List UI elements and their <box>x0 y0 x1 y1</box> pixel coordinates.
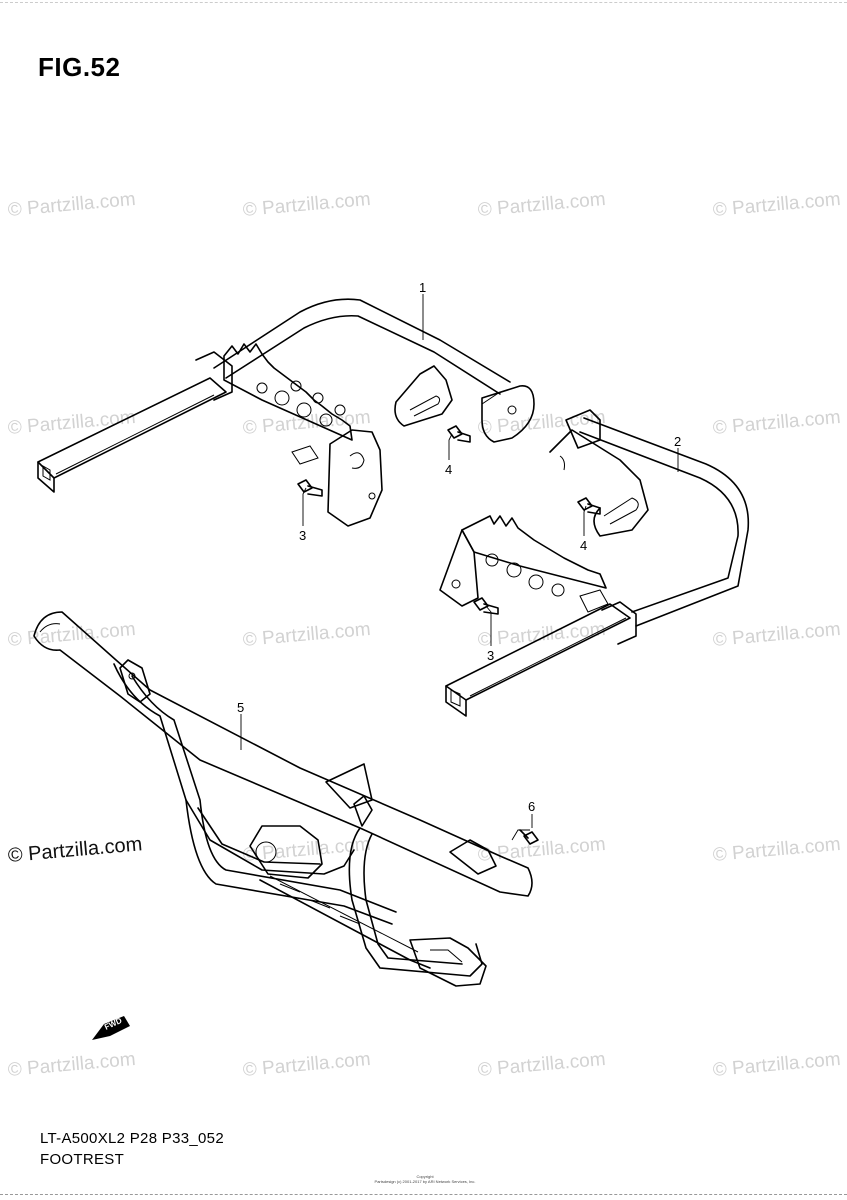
leader-line-4a <box>448 433 453 460</box>
fwd-arrow-icon: FWD <box>92 1016 130 1040</box>
callout-3a[interactable]: 3 <box>299 528 306 543</box>
figure-title: FIG.52 <box>38 52 121 82</box>
leader-line-3b <box>485 605 492 646</box>
figure-name: FOOTREST <box>40 1151 125 1168</box>
callout-3b[interactable]: 3 <box>487 648 494 663</box>
bolt-4-right[interactable] <box>577 497 601 515</box>
leader-line-6 <box>511 814 533 841</box>
part-5-lower-frame[interactable] <box>33 611 533 987</box>
bolt-4-left[interactable] <box>447 425 471 443</box>
figure-code: LT-A500XL2 P28 P33_052 <box>40 1130 224 1147</box>
callout-6[interactable]: 6 <box>528 799 535 814</box>
callout-1[interactable]: 1 <box>419 280 426 295</box>
part-1-footrest-bracket-left[interactable] <box>37 298 535 527</box>
copyright-line-2: Partsdesign (c) 2001-2017 by ARI Network… <box>374 1179 476 1184</box>
bolt-6[interactable] <box>519 829 539 845</box>
callout-4b[interactable]: 4 <box>580 538 587 553</box>
callout-4a[interactable]: 4 <box>445 462 452 477</box>
bolt-3-left[interactable] <box>297 479 323 497</box>
leader-line-4b <box>583 505 587 536</box>
callout-2[interactable]: 2 <box>674 434 681 449</box>
bottom-dashed-border <box>0 1194 847 1195</box>
part-2-footrest-bracket-right[interactable] <box>439 409 750 717</box>
copyright-notice: Copyright Partsdesign (c) 2001-2017 by A… <box>350 1174 500 1184</box>
copyright-line-1: Copyright <box>416 1174 434 1179</box>
leader-line-3a <box>302 487 307 526</box>
top-dashed-border <box>0 2 847 3</box>
callout-5[interactable]: 5 <box>237 700 244 715</box>
